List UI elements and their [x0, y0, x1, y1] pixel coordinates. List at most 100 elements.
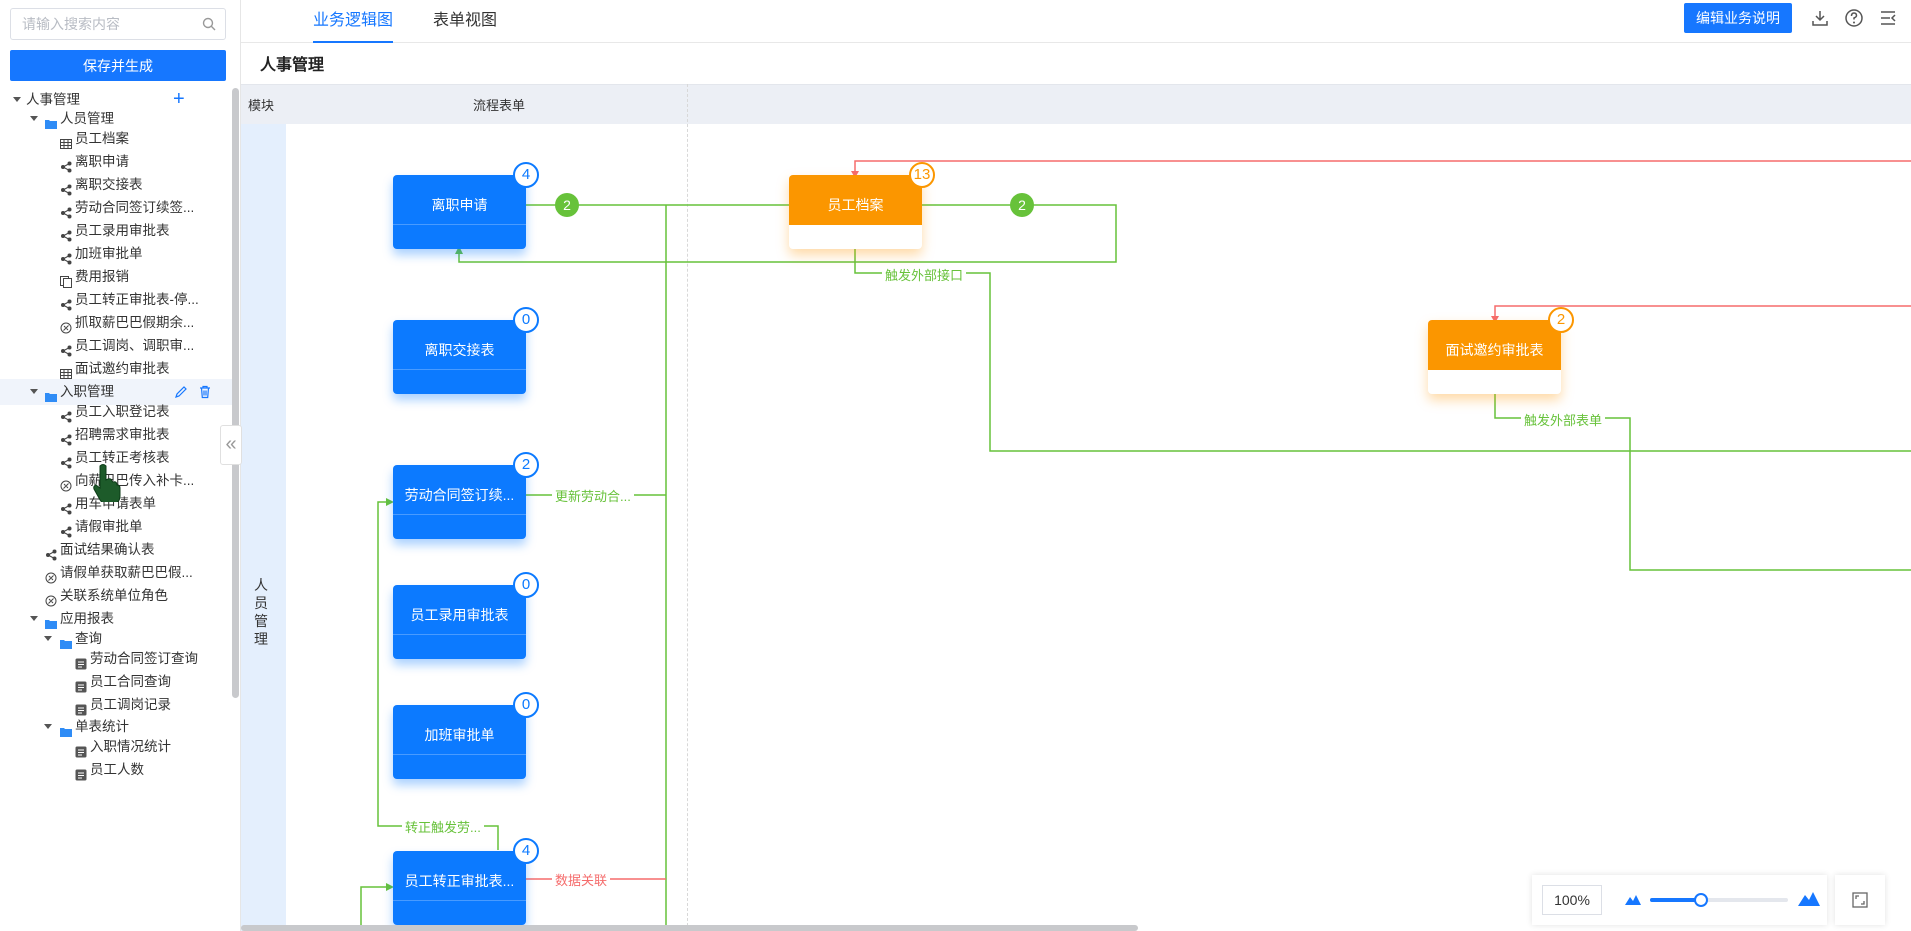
- flow-icon: [60, 406, 72, 423]
- edge-label-trigger-form[interactable]: 触发外部表单: [1521, 410, 1606, 429]
- zoom-in-mountain-icon[interactable]: [1798, 890, 1820, 906]
- sidebar: 保存并生成 人事管理+人员管理员工档案离职申请离职交接表劳动合同签订续签...员…: [0, 0, 241, 931]
- tree-item[interactable]: 向薪巴巴传入补卡...: [0, 468, 232, 494]
- card-count-badge: 0: [513, 307, 539, 333]
- save-and-generate-button[interactable]: 保存并生成: [10, 50, 226, 81]
- zoom-control: 100%: [1532, 875, 1827, 925]
- tree-item[interactable]: 劳动合同签订续签...: [0, 195, 232, 221]
- tree-item[interactable]: 面试邀约审批表: [0, 356, 232, 382]
- card-count-badge: 2: [1548, 307, 1574, 333]
- tree-item[interactable]: 员工调岗、调职审...: [0, 333, 232, 359]
- card-count-badge: 0: [513, 692, 539, 718]
- tree-item[interactable]: 面试结果确认表: [0, 537, 232, 563]
- card-count-badge: 4: [513, 838, 539, 864]
- edge-label-regular-trigger[interactable]: 转正触发劳...: [402, 817, 484, 836]
- tree-item[interactable]: 员工入职登记表: [0, 399, 232, 425]
- form-card-handover[interactable]: 离职交接表 0: [393, 307, 539, 394]
- copy-icon: [60, 271, 72, 288]
- tree-item[interactable]: 劳动合同签订查询: [0, 646, 232, 672]
- delete-icon[interactable]: [198, 385, 212, 399]
- tree-item[interactable]: 员工合同查询: [0, 669, 232, 695]
- flow-icon: [60, 452, 72, 469]
- form-card-overtime[interactable]: 加班审批单 0: [393, 692, 539, 779]
- swimlane-header: [241, 124, 286, 931]
- edge-count-badge[interactable]: 2: [555, 193, 579, 217]
- tree-item[interactable]: 员工录用审批表: [0, 218, 232, 244]
- page-title: 人事管理: [260, 57, 325, 74]
- form-card-contract[interactable]: 劳动合同签订续... 2: [393, 452, 539, 539]
- tree-item[interactable]: 请假审批单: [0, 514, 232, 540]
- edge-count-badge[interactable]: 2: [1010, 193, 1034, 217]
- tree-item[interactable]: 单表统计: [0, 714, 232, 740]
- edge-label-trigger-api[interactable]: 触发外部接口: [882, 265, 967, 284]
- card-title: 面试邀约审批表: [1445, 342, 1544, 358]
- form-card-archive[interactable]: 员工档案 13: [789, 162, 935, 249]
- tree-item[interactable]: 费用报销: [0, 264, 232, 290]
- edit-business-description-button[interactable]: 编辑业务说明: [1684, 3, 1792, 33]
- form-card-regular[interactable]: 员工转正审批表... 4: [393, 838, 539, 925]
- api-icon: [45, 590, 57, 607]
- tab-business-logic[interactable]: 业务逻辑图: [313, 0, 394, 43]
- tree-item[interactable]: 入职管理: [0, 379, 232, 405]
- tree-item[interactable]: 用车申请表单: [0, 491, 232, 517]
- tree-scrollbar[interactable]: [232, 88, 239, 698]
- tree-item[interactable]: 员工转正考核表: [0, 445, 232, 471]
- tab-form-view[interactable]: 表单视图: [433, 12, 498, 29]
- caret-down-icon[interactable]: [30, 616, 38, 621]
- card-title: 离职申请: [431, 197, 488, 213]
- zoom-value[interactable]: 100%: [1542, 885, 1602, 915]
- flow-icon: [60, 498, 72, 515]
- edge-label-data-link[interactable]: 数据关联: [552, 870, 611, 889]
- zoom-slider[interactable]: [1650, 893, 1788, 907]
- tree-item[interactable]: 员工调岗记录: [0, 692, 232, 718]
- menu-fold-icon[interactable]: [1878, 8, 1898, 28]
- search-box[interactable]: [10, 8, 226, 40]
- download-icon[interactable]: [1810, 8, 1830, 28]
- tree-item[interactable]: 请假单获取薪巴巴假...: [0, 560, 232, 586]
- canvas-horizontal-scrollbar[interactable]: [241, 925, 1138, 931]
- tree-item[interactable]: 人事管理+: [0, 88, 232, 113]
- caret-down-icon[interactable]: [30, 389, 38, 394]
- search-input[interactable]: [11, 9, 191, 39]
- edit-icon[interactable]: [174, 385, 188, 399]
- edge-label-update-contract[interactable]: 更新劳动合...: [552, 486, 634, 505]
- tree-item[interactable]: 员工转正审批表-停...: [0, 287, 232, 313]
- tree-item[interactable]: 加班审批单: [0, 241, 232, 267]
- tree-item[interactable]: 招聘需求审批表: [0, 422, 232, 448]
- add-icon[interactable]: +: [173, 88, 185, 110]
- caret-down-icon[interactable]: [44, 724, 52, 729]
- tree-item[interactable]: 员工档案: [0, 126, 232, 152]
- zoom-out-mountain-icon[interactable]: [1625, 893, 1641, 905]
- folder-icon: [60, 633, 72, 649]
- tree-item[interactable]: 人员管理: [0, 106, 232, 132]
- caret-down-icon[interactable]: [30, 116, 38, 121]
- report-icon: [75, 764, 87, 781]
- caret-down-icon[interactable]: [13, 97, 21, 102]
- caret-down-icon[interactable]: [44, 636, 52, 641]
- tree-item[interactable]: 抓取薪巴巴假期余...: [0, 310, 232, 336]
- tree-item[interactable]: 离职交接表: [0, 172, 232, 198]
- card-title: 加班审批单: [424, 727, 495, 743]
- card-title: 员工转正审批表...: [404, 873, 515, 889]
- zoom-slider-thumb[interactable]: [1694, 893, 1709, 907]
- collapse-sidebar-button[interactable]: «: [220, 425, 242, 465]
- form-card-hire[interactable]: 员工录用审批表 0: [393, 572, 539, 659]
- search-icon[interactable]: [202, 17, 216, 31]
- form-card-interview[interactable]: 面试邀约审批表 2: [1428, 307, 1574, 394]
- report-icon: [75, 653, 87, 670]
- tree-item[interactable]: 离职申请: [0, 149, 232, 175]
- tree-item[interactable]: 入职情况统计: [0, 734, 232, 760]
- tree-item[interactable]: 关联系统单位角色: [0, 583, 232, 609]
- flow-icon: [60, 248, 72, 265]
- card-count-badge: 13: [909, 162, 935, 188]
- column-divider: [687, 84, 688, 931]
- tree-item[interactable]: 应用报表: [0, 606, 232, 632]
- fit-view-control[interactable]: [1835, 875, 1885, 925]
- card-count-badge: 0: [513, 572, 539, 598]
- tree-item[interactable]: 员工人数: [0, 757, 232, 783]
- form-card-resign[interactable]: 离职申请 4: [393, 162, 539, 249]
- table-icon: [60, 363, 72, 379]
- fit-to-screen-icon[interactable]: [1852, 892, 1868, 908]
- tree-item[interactable]: 查询: [0, 626, 232, 652]
- help-icon[interactable]: [1844, 8, 1864, 28]
